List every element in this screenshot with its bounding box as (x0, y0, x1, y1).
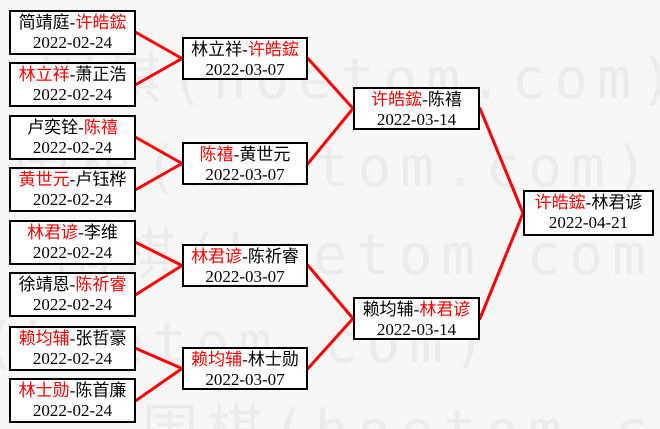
match-box-r2-4: 赖均辅-林士勋 2022-03-07 (182, 347, 308, 390)
match-date: 2022-03-07 (205, 165, 285, 184)
match-date: 2022-03-14 (376, 320, 457, 339)
player-name-left: 林立祥 (191, 40, 243, 59)
match-players: 林士勋-陈首廉 (11, 381, 134, 401)
match-box-r1-6: 徐靖恩-陈祈睿 2022-02-24 (9, 272, 136, 317)
match-players: 陈禧-黄世元 (184, 145, 306, 165)
match-box-r1-2: 林立祥-萧正浩 2022-02-24 (9, 62, 136, 107)
match-date: 2022-02-24 (32, 295, 113, 314)
player-name-right: 林君谚 (419, 300, 471, 319)
match-box-r1-3: 卢奕铨-陈禧 2022-02-24 (9, 115, 136, 160)
match-box-r1-5: 林君谚-李维 2022-02-24 (9, 220, 136, 265)
match-players: 林立祥-萧正浩 (11, 65, 134, 85)
match-box-sf-1: 许皓鋐-陈禧 2022-03-14 (353, 87, 480, 130)
match-box-r2-3: 林君谚-陈祈睿 2022-03-07 (182, 244, 308, 287)
name-separator: - (585, 193, 592, 212)
match-date: 2022-03-07 (205, 60, 285, 79)
name-separator: - (242, 350, 248, 369)
name-separator: - (69, 381, 76, 400)
match-date: 2022-04-21 (548, 213, 629, 232)
player-name-left: 卢奕铨 (27, 118, 79, 137)
name-separator: - (69, 13, 76, 32)
match-players: 林君谚-陈祈睿 (184, 247, 306, 267)
match-players: 许皓鋐-陈禧 (355, 90, 478, 110)
player-name-left: 许皓鋐 (534, 193, 586, 212)
player-name-right: 卢钰桦 (75, 170, 127, 189)
player-name-left: 许皓鋐 (371, 90, 423, 109)
match-date: 2022-02-24 (32, 138, 113, 157)
match-box-sf-2: 赖均辅-林君谚 2022-03-14 (353, 297, 480, 340)
name-separator: - (242, 40, 248, 59)
match-players: 许皓鋐-林君谚 (525, 193, 652, 213)
player-name-right: 许皓鋐 (247, 40, 299, 59)
name-separator: - (69, 65, 76, 84)
player-name-left: 徐靖恩 (18, 275, 70, 294)
name-separator: - (69, 170, 76, 189)
match-date: 2022-03-14 (376, 110, 457, 129)
name-separator: - (422, 90, 428, 109)
name-separator: - (78, 223, 84, 242)
match-box-r1-1: 简靖庭-许皓鋐 2022-02-24 (9, 10, 136, 55)
match-box-r1-8: 林士勋-陈首廉 2022-02-24 (9, 378, 136, 423)
player-name-right: 陈祈睿 (75, 275, 127, 294)
match-date: 2022-02-24 (32, 190, 113, 209)
match-players: 林立祥-许皓鋐 (184, 40, 306, 60)
player-name-right: 陈首廉 (75, 381, 127, 400)
player-name-left: 林君谚 (27, 223, 79, 242)
match-box-r1-4: 黄世元-卢钰桦 2022-02-24 (9, 167, 136, 212)
player-name-left: 赖均辅 (362, 300, 414, 319)
match-date: 2022-02-24 (32, 349, 113, 368)
name-separator: - (242, 247, 248, 266)
player-name-right: 林士勋 (247, 350, 299, 369)
player-name-left: 简靖庭 (18, 13, 70, 32)
player-name-right: 张哲豪 (75, 329, 127, 348)
match-date: 2022-02-24 (32, 401, 113, 420)
match-date: 2022-02-24 (32, 33, 113, 52)
player-name-left: 赖均辅 (18, 329, 70, 348)
player-name-left: 林立祥 (18, 65, 70, 84)
match-date: 2022-03-07 (205, 370, 285, 389)
player-name-right: 许皓鋐 (75, 13, 127, 32)
player-name-right: 李维 (83, 223, 118, 242)
player-name-right: 陈祈睿 (247, 247, 299, 266)
name-separator: - (413, 300, 420, 319)
match-players: 赖均辅-林士勋 (184, 350, 306, 370)
player-name-left: 陈禧 (199, 145, 234, 164)
player-name-left: 林士勋 (18, 381, 70, 400)
watermark-text: 围棋(hoetom.com) (142, 386, 660, 429)
match-box-r1-7: 赖均辅-张哲豪 2022-02-24 (9, 326, 136, 371)
match-players: 卢奕铨-陈禧 (11, 118, 134, 138)
player-name-right: 黄世元 (239, 145, 291, 164)
player-name-left: 黄世元 (18, 170, 70, 189)
player-name-right: 萧正浩 (75, 65, 127, 84)
match-players: 徐靖恩-陈祈睿 (11, 275, 134, 295)
match-box-r2-1: 林立祥-许皓鋐 2022-03-07 (182, 37, 308, 80)
name-separator: - (69, 329, 76, 348)
name-separator: - (78, 118, 84, 137)
match-date: 2022-02-24 (32, 85, 113, 104)
match-players: 黄世元-卢钰桦 (11, 170, 134, 190)
player-name-right: 陈禧 (83, 118, 118, 137)
match-players: 赖均辅-张哲豪 (11, 329, 134, 349)
match-date: 2022-03-07 (205, 267, 285, 286)
name-separator: - (69, 275, 76, 294)
match-players: 赖均辅-林君谚 (355, 300, 478, 320)
player-name-left: 赖均辅 (191, 350, 243, 369)
match-date: 2022-02-24 (32, 243, 113, 262)
match-players: 林君谚-李维 (11, 223, 134, 243)
match-box-r2-2: 陈禧-黄世元 2022-03-07 (182, 142, 308, 185)
match-box-final: 许皓鋐-林君谚 2022-04-21 (523, 190, 654, 236)
match-players: 简靖庭-许皓鋐 (11, 13, 134, 33)
player-name-right: 陈禧 (427, 90, 462, 109)
name-separator: - (233, 145, 240, 164)
player-name-right: 林君谚 (591, 193, 643, 212)
player-name-left: 林君谚 (191, 247, 243, 266)
